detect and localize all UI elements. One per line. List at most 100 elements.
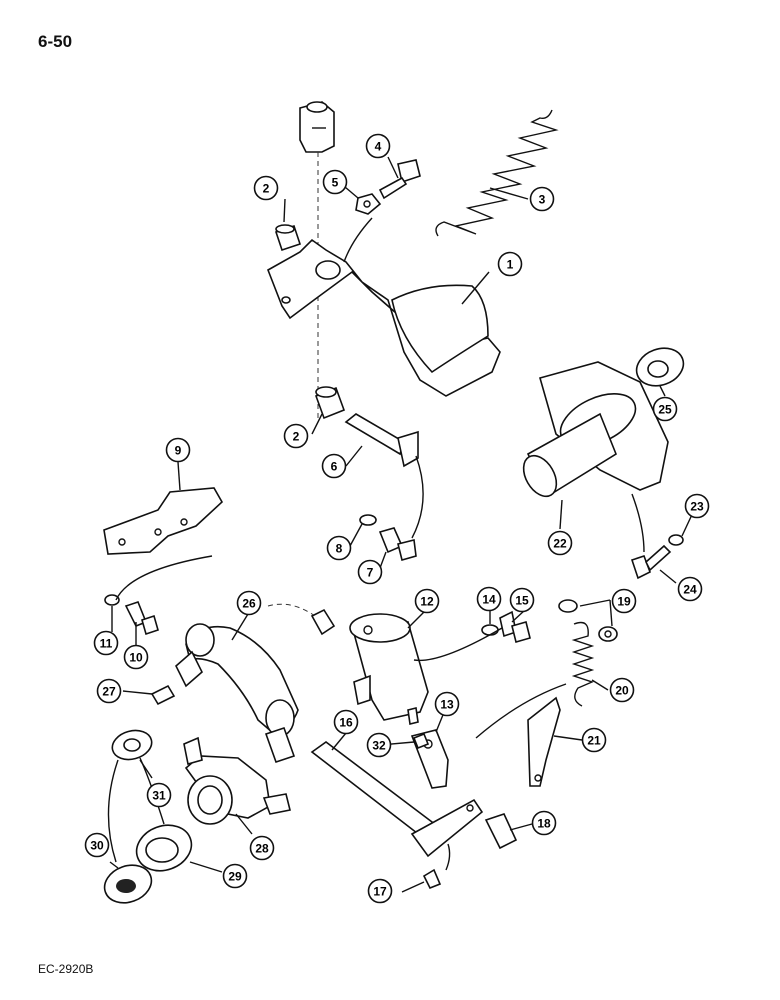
callout-24: 24	[677, 576, 703, 602]
callout-31: 31	[146, 782, 172, 808]
page-number: 6-50	[38, 32, 73, 51]
bolt-part-10	[124, 601, 159, 636]
svg-text:31: 31	[152, 789, 166, 803]
svg-text:2: 2	[293, 430, 300, 444]
grease-fitting-part-17	[422, 868, 442, 890]
callout-14: 14	[476, 586, 502, 612]
callouts: 1 2 2 3 4 5 6 7 8 9 10 11 12 13 14 15 16…	[84, 133, 710, 904]
callout-7: 7	[357, 559, 383, 585]
callout-2-top: 2	[253, 175, 279, 201]
svg-text:1: 1	[507, 258, 514, 272]
callout-20: 20	[609, 677, 635, 703]
callout-27: 27	[96, 678, 122, 704]
svg-text:5: 5	[332, 176, 339, 190]
clip-part-19-upper	[558, 599, 578, 613]
callout-4: 4	[365, 133, 391, 159]
svg-text:6: 6	[331, 460, 338, 474]
nut-part-32	[412, 732, 430, 750]
svg-text:9: 9	[175, 444, 182, 458]
svg-text:23: 23	[690, 500, 704, 514]
figure-code: EC-2920B	[38, 962, 94, 976]
callout-5: 5	[322, 169, 348, 195]
bearing-seal-part-29	[135, 824, 193, 872]
svg-text:26: 26	[242, 597, 256, 611]
svg-text:8: 8	[336, 542, 343, 556]
svg-text:7: 7	[367, 566, 374, 580]
bolt-part-15	[499, 610, 531, 643]
svg-text:30: 30	[90, 839, 104, 853]
hose-fitting	[310, 608, 336, 636]
callout-13: 13	[434, 691, 460, 717]
svg-text:25: 25	[658, 403, 672, 417]
bracket-part-21	[527, 696, 561, 787]
retainer-part-31	[111, 729, 153, 761]
washer-part-8	[359, 514, 377, 526]
seal-part-25	[635, 347, 685, 387]
svg-text:18: 18	[537, 817, 551, 831]
bracket-part-9	[103, 487, 224, 555]
cross-shaft-part-16	[310, 741, 484, 858]
callout-11: 11	[93, 630, 119, 656]
nut-part-5	[355, 193, 382, 215]
clip-part-19-lower	[598, 626, 618, 642]
callout-17: 17	[367, 878, 393, 904]
callout-16: 16	[333, 709, 359, 735]
callout-9: 9	[165, 437, 191, 463]
release-yoke-part-26	[175, 623, 299, 764]
washer-part-14	[481, 624, 499, 636]
callout-23: 23	[684, 493, 710, 519]
spring-part-20	[571, 621, 595, 707]
svg-text:15: 15	[515, 594, 529, 608]
svg-text:10: 10	[129, 651, 143, 665]
svg-text:19: 19	[617, 595, 631, 609]
svg-text:16: 16	[339, 716, 353, 730]
washer-part-11	[104, 594, 120, 606]
washer-part-23	[668, 534, 684, 546]
callout-15: 15	[509, 587, 535, 613]
bolt-part-18	[484, 813, 518, 850]
cylinder-part-12	[349, 613, 429, 725]
callout-26: 26	[236, 590, 262, 616]
svg-text:14: 14	[482, 593, 496, 607]
svg-text:2: 2	[263, 182, 270, 196]
callout-30: 30	[84, 832, 110, 858]
bushing-part-2-top	[274, 224, 302, 252]
svg-text:24: 24	[683, 583, 697, 597]
svg-text:22: 22	[553, 537, 567, 551]
bolt-part-7	[378, 527, 417, 561]
callout-6: 6	[321, 453, 347, 479]
svg-text:13: 13	[440, 698, 454, 712]
svg-text:17: 17	[373, 885, 387, 899]
shaft-part-6	[344, 413, 419, 468]
housing-part-22	[522, 361, 669, 498]
svg-text:4: 4	[375, 140, 382, 154]
svg-text:29: 29	[228, 870, 242, 884]
callout-2-lower: 2	[283, 423, 309, 449]
bolt-part-24	[630, 544, 672, 580]
pedal-part-1	[267, 238, 501, 397]
leader-lines	[107, 156, 697, 893]
callout-32: 32	[366, 732, 392, 758]
svg-text:11: 11	[100, 637, 113, 651]
callout-12: 12	[414, 588, 440, 614]
bolt-part-4	[378, 159, 421, 200]
svg-text:12: 12	[420, 595, 434, 609]
bushing-part-2-lower	[314, 386, 346, 420]
svg-text:21: 21	[587, 734, 601, 748]
callout-18: 18	[531, 810, 557, 836]
bearing-part-30	[103, 864, 153, 904]
svg-text:32: 32	[372, 739, 386, 753]
clevis-part	[299, 101, 335, 153]
callout-10: 10	[123, 644, 149, 670]
callout-25: 25	[652, 396, 678, 422]
callout-29: 29	[222, 863, 248, 889]
callout-28: 28	[249, 835, 275, 861]
pin-part-27	[150, 684, 176, 706]
spring-part-3	[435, 109, 559, 237]
carrier-part-28	[183, 736, 291, 825]
svg-text:20: 20	[615, 684, 629, 698]
hose-line	[267, 603, 329, 627]
callout-3: 3	[529, 186, 555, 212]
svg-text:3: 3	[539, 193, 546, 207]
